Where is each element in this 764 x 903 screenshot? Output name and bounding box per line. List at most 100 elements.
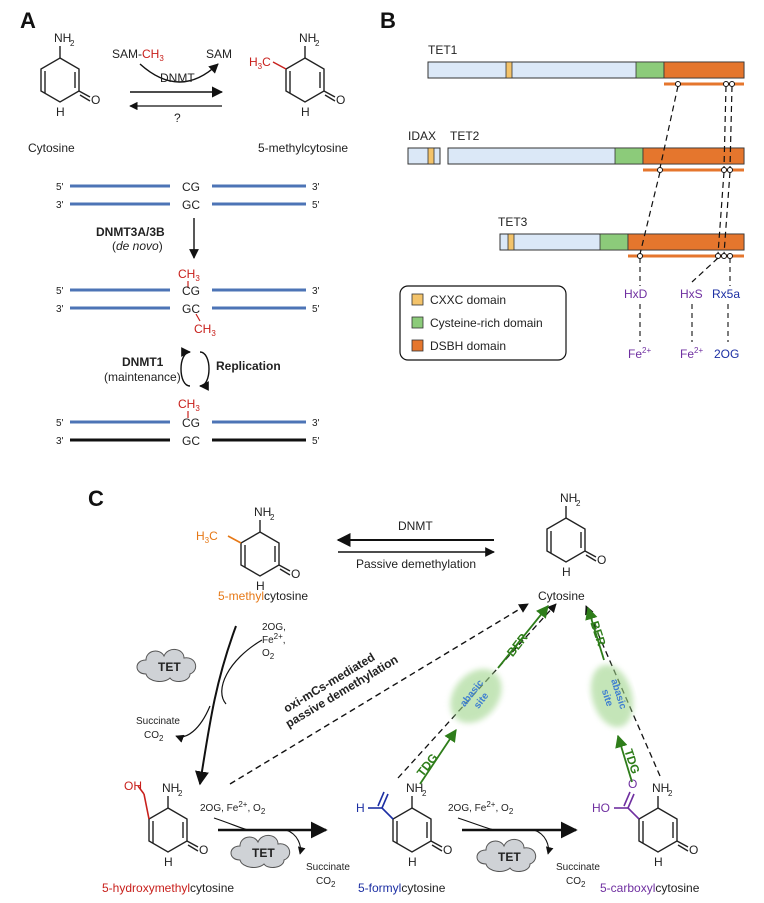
mc-h: H [301,105,310,119]
c-tdg-label-2: TDG [621,747,642,775]
svg-text:TET: TET [158,660,181,674]
svg-text:OH: OH [124,779,142,793]
svg-text:GC: GC [182,198,200,212]
c-5hmc-structure: OH NH 2 H O [124,779,208,869]
c-tdg-label-1: TDG [414,751,441,780]
svg-text:5': 5' [56,286,64,297]
svg-text:CO2: CO2 [316,876,336,889]
svg-text:5': 5' [56,182,64,193]
replication-right-arrow [199,351,210,391]
c-ber-label-1: BER [504,630,531,659]
tet1-domain-bar [427,61,745,87]
c-abasic-glow-1 [450,669,502,723]
svg-text:TDG: TDG [621,747,642,775]
svg-text:O: O [443,843,452,857]
cytosine-o: O [91,93,100,107]
svg-text:Fe2+,: Fe2+, [262,632,286,646]
c-ber-label-2: BER [587,619,608,648]
cofactor-connectors [639,258,731,342]
c-5fc-label: 5-formylcytosine [358,881,446,895]
cytosine-h: H [56,105,65,119]
svg-text:O: O [291,567,300,581]
c-succinate-3: Succinate [556,862,600,873]
svg-text:CG: CG [182,180,200,194]
tet2-label: TET2 [450,129,480,143]
svg-text:H: H [164,855,173,869]
svg-text:NH: NH [406,781,423,795]
dnmt-label: DNMT [160,71,195,85]
legend-dsbh: DSBH domain [430,339,506,353]
svg-text:O: O [597,553,606,567]
de-novo-label: (de novo) [112,239,163,253]
svg-text:site: site [599,688,615,708]
svg-text:H3C: H3C [196,529,218,545]
cytosine-label: Cytosine [28,141,75,155]
panel-b: TET1 IDAX TET2 TET3 [399,43,745,361]
methylcytosine-structure: NH 2 H3C H O [249,31,345,119]
c-tdg-arrow-1 [419,728,457,785]
svg-text:HO: HO [592,801,610,815]
svg-text:H: H [654,855,663,869]
svg-text:O: O [199,843,208,857]
svg-text:2: 2 [668,789,673,798]
c-cofactor-in-curve [221,639,263,705]
mc-nh2-sub: 2 [315,39,320,48]
tet3-domain-bar [499,233,745,259]
c-cytosine-structure: NH 2 H O [546,491,606,579]
svg-text:5': 5' [312,304,320,315]
motif-connectors [639,85,733,283]
c-5cac-structure: O HO NH 2 H O [592,777,698,869]
maintenance-label: (maintenance) [104,370,181,384]
c-dnmt-label: DNMT [398,519,433,533]
tet3-label: TET3 [498,215,528,229]
svg-text:H: H [256,579,265,593]
dna-fully-methylated: CH3 5' 3' CG GC 3' 5' CH3 [56,267,320,338]
svg-text:3': 3' [56,304,64,315]
svg-text:CG: CG [182,284,200,298]
svg-text:2: 2 [422,789,427,798]
mc-h3c: H3C [249,55,271,71]
c-succinate-1: Succinate [136,716,180,727]
svg-text:2: 2 [270,513,275,522]
tet1-label: TET1 [428,43,458,57]
c-oxi-label: oxi-mCs-mediated passive demethylation [281,650,401,731]
domain-legend: CXXC domain Cysteine-rich domain DSBH do… [399,285,567,361]
c-cofactor-3: 2OG, Fe2+, O2 [448,800,514,816]
replication-left-arrow [180,347,191,387]
cofactor-fe-1: Fe2+ [628,346,651,361]
svg-text:2: 2 [178,789,183,798]
svg-text:GC: GC [182,302,200,316]
c-oxi-passive-arrow [229,603,529,785]
svg-text:NH: NH [254,505,271,519]
c-succinate-2: Succinate [306,862,350,873]
svg-text:TET: TET [252,846,275,860]
svg-text:CO2: CO2 [144,730,164,743]
dna-hemi-methylated: CH3 5' 3' CG GC 3' 5' [56,397,320,448]
svg-text:O: O [628,777,637,791]
svg-text:5': 5' [312,436,320,447]
c-cofactor-2: 2OG, Fe2+, O2 [200,800,266,816]
question-label: ? [174,111,181,125]
dna-unmethylated: 5' 3' CG GC 3' 5' [56,180,320,212]
svg-text:3': 3' [312,418,320,429]
c-abasic-glow-2 [590,664,634,728]
svg-text:CO2: CO2 [566,876,586,889]
panel-label-c: C [88,486,104,511]
svg-text:H: H [356,801,365,815]
sam-ch3-label: SAM-CH3 [112,47,164,63]
motif-hxs: HxS [680,287,703,301]
cytosine-structure: NH 2 H O [40,31,100,119]
mc-nh2: NH [299,31,316,45]
cofactor-2og: 2OG [714,347,739,361]
c-ber-arrow-1 [497,605,549,669]
panel-a: NH 2 H O Cytosine NH 2 H3C H O 5-methylc… [28,31,348,448]
c-5hmc-label: 5-hydroxymethylcytosine [102,881,234,895]
svg-text:NH: NH [652,781,669,795]
c-cytosine-label: Cytosine [538,589,585,603]
c-5mc-label: 5-methylcytosine [218,589,308,603]
svg-text:GC: GC [182,434,200,448]
cofactor-fe-2: Fe2+ [680,346,703,361]
svg-text:BER: BER [504,630,531,659]
